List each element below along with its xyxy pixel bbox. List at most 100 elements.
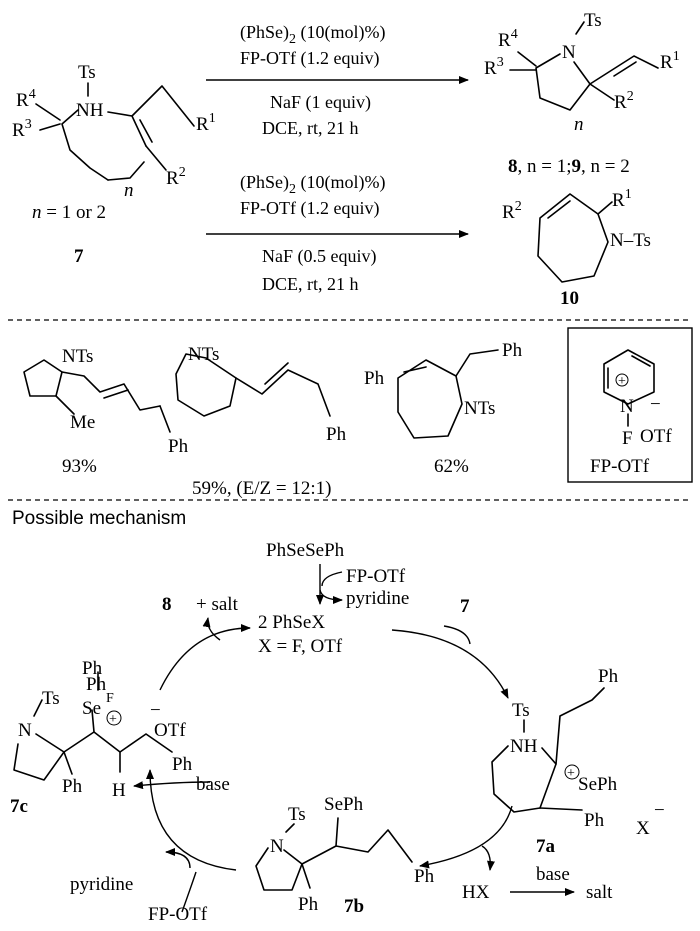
ph-right-label: Ph [502, 340, 523, 361]
salt-label: + salt [196, 594, 239, 615]
ph-label: Ph [86, 674, 107, 695]
seph-label: SePh [578, 774, 618, 795]
condition-2-1: (PhSe)2 (10(mol)%) [240, 172, 385, 197]
ts-label: Ts [288, 804, 306, 825]
phsesePh-label: PhSeSePh [266, 540, 345, 561]
condition-1-4: DCE, rt, 21 h [262, 118, 359, 138]
n-note: n = 1 or 2 [32, 202, 106, 223]
r4-label: R4 [498, 27, 518, 51]
condition-1-2: FP-OTf (1.2 equiv) [240, 48, 379, 69]
plus-sign: + [109, 712, 117, 727]
r1-label: R1 [660, 49, 680, 73]
nts-label: N–Ts [610, 230, 651, 251]
intermediate-7b: Ts N SePh Ph Ph 7b [255, 794, 435, 917]
n-label: N [270, 836, 284, 857]
x-def-label: X = F, OTf [258, 636, 343, 657]
ph-label: Ph [298, 894, 319, 915]
minus-sign: − [654, 800, 665, 821]
nts-label: NTs [62, 346, 93, 367]
condition-2-3: NaF (0.5 equiv) [262, 246, 376, 267]
ph2-label: Ph [584, 810, 605, 831]
product-8-9: Ts N R4 R3 R1 R2 n 8, n = 1;9, n = 2 [484, 10, 680, 177]
compound-label-7: 7 [74, 246, 84, 267]
otf-label: OTf [640, 426, 672, 447]
plus-sign: + [567, 766, 575, 781]
seph-label: SePh [324, 794, 364, 815]
product-label-10: 10 [560, 288, 579, 309]
nh-label: NH [510, 736, 538, 757]
ph3-label: Ph [172, 754, 193, 775]
n-label: N [562, 42, 576, 63]
mechanism-heading: Possible mechanism [12, 508, 186, 529]
nh-label: NH [76, 100, 104, 121]
catalytic-cycle: HX base salt pyridine FP-OTf [70, 617, 613, 925]
yield-2: 59%, (E/Z = 12:1) [192, 478, 331, 499]
yield-3: 62% [434, 456, 469, 477]
fpotf-in-label: FP-OTf [346, 566, 406, 587]
r1-label: R1 [612, 187, 632, 211]
example-1: NTs Me Ph 93% [23, 346, 189, 477]
product-8-label: 8 [162, 594, 172, 615]
r1-label: R1 [196, 111, 216, 135]
substrate-7: Ts NH R4 R3 R1 R2 n n = 1 or 2 7 [12, 62, 216, 267]
r4-label: R4 [16, 87, 36, 111]
base-label: base [536, 864, 570, 885]
ts-label: Ts [78, 62, 96, 83]
ts-label: Ts [512, 700, 530, 721]
minus-sign: − [650, 394, 661, 415]
ph-label: Ph [598, 666, 619, 687]
reaction-arrow-2: (PhSe)2 (10(mol)%) FP-OTf (1.2 equiv) Na… [206, 172, 469, 294]
f-label: F [106, 691, 114, 706]
r2-label: R2 [614, 89, 634, 113]
ph-label: Ph [326, 424, 347, 445]
n-plus-label: N [620, 396, 634, 417]
label-7b: 7b [344, 896, 364, 917]
ph-top-label: Ph [82, 658, 103, 679]
intermediate-7c: Ts N Ph Ph Se F + − OTf Ph Ph H base 7c [10, 658, 230, 817]
r2-label: R2 [166, 165, 186, 189]
h-label: H [112, 780, 126, 801]
x-label: X [636, 818, 650, 839]
condition-1-3: NaF (1 equiv) [270, 92, 371, 113]
pyridine-out-label: pyridine [346, 588, 409, 609]
product-label-8-9: 8, n = 1;9, n = 2 [508, 156, 630, 177]
nts-label: NTs [464, 398, 495, 419]
ph2-label: Ph [414, 866, 435, 887]
hx-label: HX [462, 882, 490, 903]
mechanism-top: PhSeSePh FP-OTf pyridine 2 PhSeX X = F, … [162, 540, 470, 657]
plus-sign: + [618, 374, 626, 389]
substrate-7-label: 7 [460, 596, 470, 617]
me-label: Me [70, 412, 95, 433]
ph-top-label: Ph [364, 368, 385, 389]
ts-label: Ts [584, 10, 602, 31]
fpotf-in-2-label: FP-OTf [148, 904, 208, 925]
condition-1-1: (PhSe)2 (10(mol)%) [240, 22, 385, 47]
intermediate-7a: Ts NH Ph + SePh Ph X − 7a [491, 666, 665, 857]
otf-label: OTf [154, 720, 186, 741]
product-10: R2 R1 N–Ts 10 [502, 187, 651, 309]
example-2: NTs Ph 59%, (E/Z = 12:1) [175, 344, 347, 499]
r3-label: R3 [12, 117, 32, 141]
nts-label: NTs [188, 344, 219, 365]
label-7c: 7c [10, 796, 28, 817]
label-7a: 7a [536, 836, 556, 857]
ph-label: Ph [168, 436, 189, 457]
n-subscript: n [124, 180, 134, 201]
example-3: Ph Ph NTs 62% [364, 340, 523, 477]
pyridine-out-2-label: pyridine [70, 874, 133, 895]
reagent-box: N + − F OTf FP-OTf [567, 327, 693, 483]
reagent-name: FP-OTf [590, 456, 650, 477]
n-label: N [18, 720, 32, 741]
ph2-label: Ph [62, 776, 83, 797]
reaction-arrow-1: (PhSe)2 (10(mol)%) FP-OTf (1.2 equiv) Na… [206, 22, 469, 138]
ts-label: Ts [42, 688, 60, 709]
base-label: base [196, 774, 230, 795]
yield-1: 93% [62, 456, 97, 477]
minus-sign: − [150, 700, 161, 721]
salt2-label: salt [586, 882, 613, 903]
condition-2-4: DCE, rt, 21 h [262, 274, 359, 294]
r3-label: R3 [484, 55, 504, 79]
condition-2-2: FP-OTf (1.2 equiv) [240, 198, 379, 219]
r2-label: R2 [502, 199, 522, 223]
